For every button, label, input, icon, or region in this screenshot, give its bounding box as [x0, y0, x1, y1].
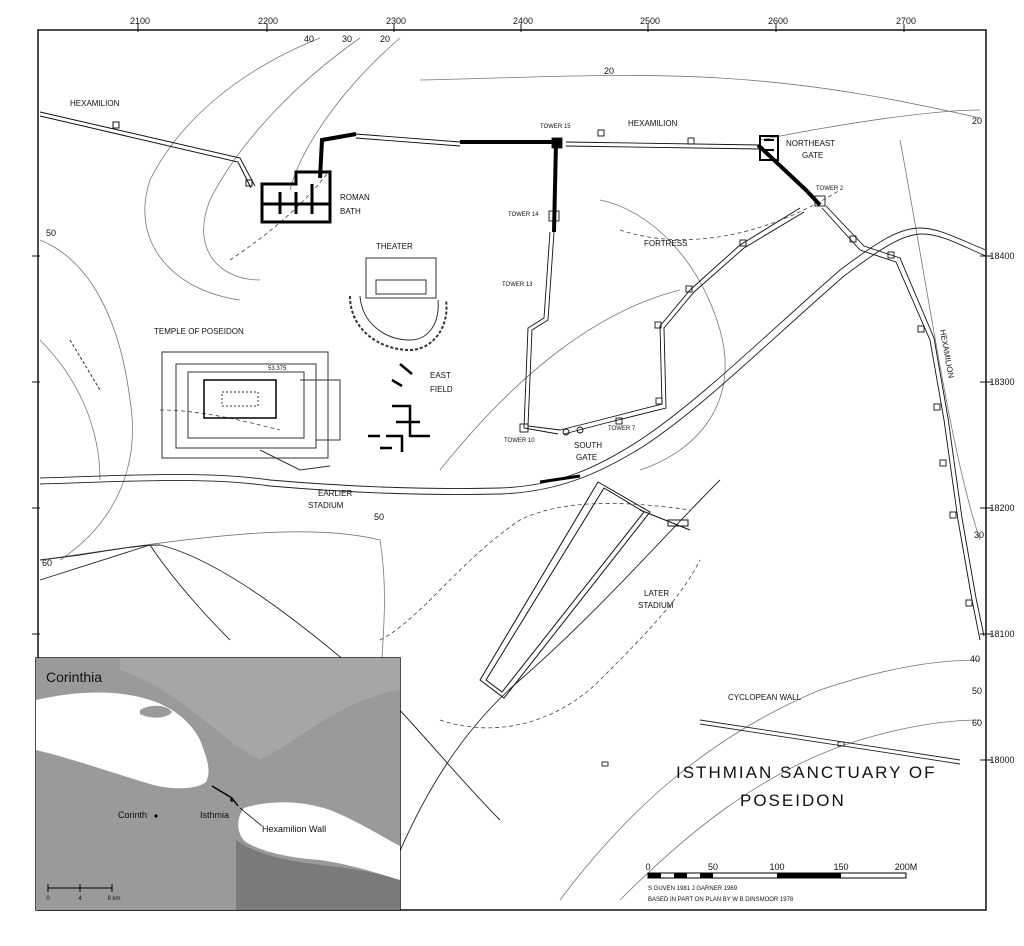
scale-tick: 200M	[895, 862, 918, 872]
scale-bar	[647, 872, 907, 879]
scale-tick: 100	[769, 862, 784, 872]
contour-label: 50	[374, 512, 384, 522]
contour-label: 40	[304, 34, 314, 44]
inset-scale-tick: 4	[78, 896, 82, 902]
grid-label-x: 2300	[386, 16, 406, 26]
label-northeast-gate: NORTHEAST	[786, 139, 835, 148]
contour-label: 50	[46, 228, 56, 238]
label-hexamilion-north: HEXAMILION	[628, 119, 678, 128]
label-theater: THEATER	[376, 242, 413, 251]
inset-title: Corinthia	[46, 669, 102, 685]
label-northeast-gate: GATE	[802, 151, 823, 160]
hexamilion-wall-east	[821, 205, 985, 641]
scale-tick: 150	[833, 862, 848, 872]
inset-scale-tick: 0	[46, 896, 50, 902]
inset-scale-bar	[47, 884, 113, 892]
grid-label-x: 2700	[896, 16, 916, 26]
grid-label-x: 2500	[640, 16, 660, 26]
label-hexamilion-west: HEXAMILION	[70, 99, 120, 108]
grid-ticks-right	[980, 255, 992, 761]
scale-tick: 0	[645, 862, 650, 872]
contour-label: 60	[972, 718, 982, 728]
north-wall-thin	[355, 129, 826, 222]
contour-label: 20	[972, 116, 982, 126]
scale-tick: 50	[708, 862, 718, 872]
grid-label-x: 2600	[768, 16, 788, 26]
map-credit: BASED IN PART ON PLAN BY W B DINSMOOR 19…	[648, 897, 794, 903]
contour-label: 30	[974, 530, 984, 540]
label-south-gate: GATE	[576, 453, 597, 462]
grid-ticks-left	[32, 255, 40, 635]
contour-label: 50	[972, 686, 982, 696]
fortress-walls	[519, 207, 805, 436]
contour-label: 60	[42, 558, 52, 568]
grid-label-y: 18000	[989, 755, 1014, 765]
grid-label-y: 18300	[989, 377, 1014, 387]
label-earlier-stadium: EARLIER	[318, 489, 352, 498]
inset-label-isthmia: Isthmia	[200, 810, 229, 820]
label-earlier-stadium: STADIUM	[308, 501, 344, 510]
grid-label-y: 18100	[989, 629, 1014, 639]
label-tower: TOWER 15	[540, 124, 571, 130]
label-tower: TOWER 10	[504, 438, 535, 444]
contour-label: 30	[342, 34, 352, 44]
roman-bath	[260, 170, 332, 224]
label-later-stadium: STADIUM	[638, 601, 674, 610]
label-east-field: EAST	[430, 371, 451, 380]
contour-label: 20	[604, 66, 614, 76]
map-credit: S GUVEN 1981 J GARNER 1969	[648, 886, 738, 892]
roads	[39, 227, 987, 901]
grid-label-x: 2200	[258, 16, 278, 26]
grid-label-x: 2400	[513, 16, 533, 26]
map-title: ISTHMIAN SANCTUARY OF	[676, 763, 937, 782]
label-tower: TOWER 14	[508, 212, 539, 218]
inset-label-corinth: Corinth	[118, 810, 147, 820]
dashed-paths	[159, 169, 841, 729]
label-south-gate: SOUTH	[574, 441, 602, 450]
temple-of-poseidon	[69, 339, 341, 471]
contour-label: 40	[970, 654, 980, 664]
label-roman-bath: ROMAN	[340, 193, 370, 202]
label-roman-bath: BATH	[340, 207, 361, 216]
map-title: POSEIDON	[740, 791, 846, 810]
grid-label-y: 18200	[989, 503, 1014, 513]
label-later-stadium: LATER	[644, 589, 669, 598]
map-frame	[37, 29, 987, 911]
east-field-ruins	[368, 363, 581, 484]
grid-label-x: 2100	[130, 16, 150, 26]
inset-label-hexamilion-wall: Hexamilion Wall	[262, 824, 326, 834]
grid-ticks-top	[137, 24, 905, 32]
label-tower: TOWER 7	[608, 426, 636, 432]
label-tower: TOWER 13	[502, 282, 533, 288]
hexamilion-wall-west	[39, 111, 256, 189]
label-tower: TOWER 2	[816, 186, 844, 192]
contour-label: 20	[380, 34, 390, 44]
label-temple-number: 53.375	[268, 366, 287, 372]
label-fortress: FORTRESS	[644, 239, 687, 248]
label-east-field: FIELD	[430, 385, 453, 394]
northeast-gate	[759, 135, 779, 161]
contour-lines	[39, 37, 981, 901]
theater	[349, 257, 448, 352]
corinthia-inset	[35, 657, 401, 911]
inset-scale-tick: 8 km	[107, 896, 120, 902]
label-cyclopean-wall: CYCLOPEAN WALL	[728, 693, 802, 702]
grid-label-y: 18400	[989, 251, 1014, 261]
later-stadium	[479, 481, 691, 699]
label-temple: TEMPLE OF POSEIDON	[154, 327, 244, 336]
